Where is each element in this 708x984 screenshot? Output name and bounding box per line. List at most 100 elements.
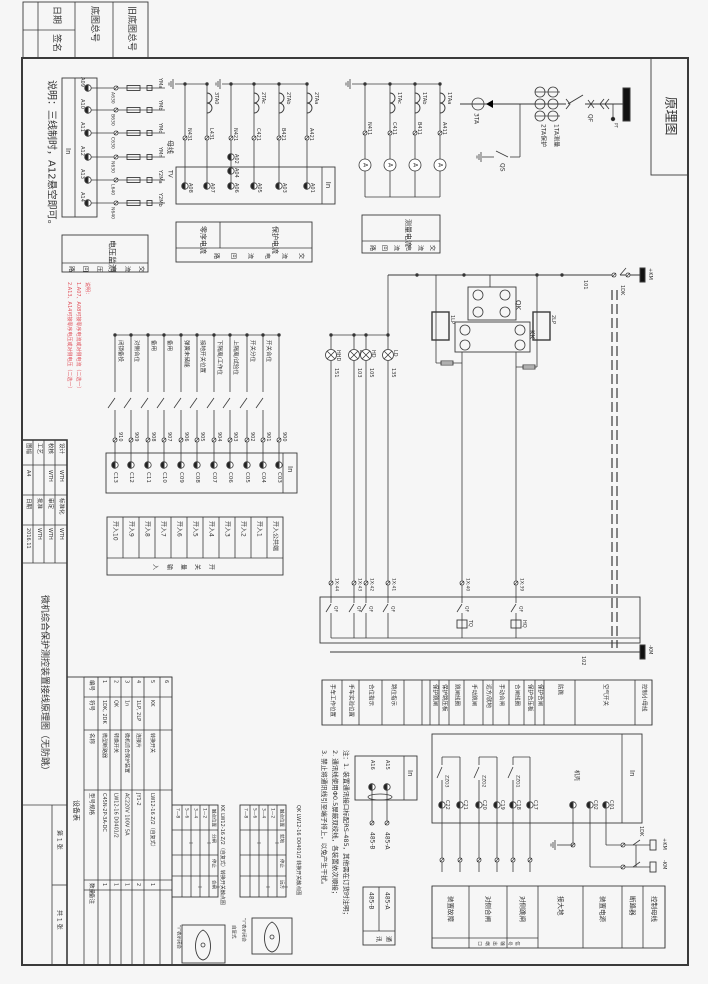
- wire-number: A421: [308, 128, 314, 141]
- contact-label: QF: [333, 606, 339, 613]
- fuse-icon: [126, 85, 141, 91]
- terminal-label: A09: [79, 77, 85, 87]
- junction-dot: [415, 273, 419, 277]
- sheet-number: 第 1 张: [56, 830, 64, 850]
- wire-number: C421: [255, 128, 261, 141]
- tv-label: TV: [167, 169, 174, 179]
- legend-item: 跳位指示: [390, 684, 398, 707]
- plate-label: 2LP: [550, 315, 556, 324]
- qf-label: QF: [587, 114, 594, 123]
- contact-header: 分闸: [211, 834, 218, 843]
- terminal-fill: [181, 182, 186, 190]
- equipment-cell: 1: [124, 883, 130, 886]
- contact-icon: [459, 339, 471, 351]
- terminal-slash: [437, 130, 443, 136]
- contact-row-label: 7—8: [243, 808, 249, 818]
- title-block-label: 批准: [36, 498, 44, 510]
- wire-number: 908: [150, 432, 156, 442]
- lamp-x: [349, 350, 359, 360]
- contact-mark: I: [214, 886, 220, 887]
- terminal-fill: [127, 461, 132, 469]
- wire-number: N431: [186, 128, 192, 141]
- terminal-slash: [611, 272, 617, 278]
- binary-input-label: 闭锁备投: [117, 340, 125, 363]
- knob-center: [200, 942, 206, 948]
- terminal-slash: [145, 437, 151, 443]
- binary-input-cell: 开入1: [256, 521, 263, 537]
- contact-label: QF: [390, 606, 396, 613]
- diagram-label: 原理图: [663, 96, 678, 135]
- equipment-cell: 3: [124, 680, 130, 683]
- terminal-slash: [251, 135, 257, 141]
- terminal-fill: [84, 176, 89, 184]
- title-block: [21, 439, 68, 966]
- terminal-fill: [84, 199, 89, 207]
- red-note: 说明：: [84, 282, 91, 297]
- positive-bus-label: +KM: [647, 268, 653, 280]
- terminal-slash: [494, 857, 500, 863]
- terminal-fill: [509, 801, 514, 809]
- equipment-cell: 转换开关: [113, 733, 120, 753]
- wire-number: B421: [280, 128, 286, 141]
- fuse-icon: [126, 130, 141, 136]
- wire-number: A630: [110, 92, 116, 104]
- title-block-label: 校核: [47, 443, 55, 455]
- title-block-value: A4: [25, 470, 31, 477]
- switch-blade: [632, 839, 641, 846]
- legend-item: 手动合闸: [498, 684, 506, 706]
- terminal-label: C19: [499, 800, 505, 810]
- equipment-header: 型号规格: [88, 793, 96, 816]
- binary-input-label: 上隔离/试验位: [232, 340, 240, 375]
- switch-blade: [222, 397, 231, 409]
- drawing-title: 微机综合保护测控装置接线原理图（无防跳）: [39, 595, 51, 775]
- terminal-slash: [510, 857, 516, 863]
- equipment-header: 备注: [88, 893, 96, 905]
- title-block-value: WTH: [47, 528, 53, 540]
- qk-knob-icon: [264, 921, 280, 953]
- wire-number: A411: [441, 122, 447, 135]
- ct-coil-icon: [206, 92, 213, 114]
- contact-icon: [514, 324, 526, 336]
- binary-input-label: 对侧合位: [133, 340, 141, 363]
- equipment-cell: JY1-2: [135, 792, 141, 806]
- terminal-fill: [160, 461, 165, 469]
- terminal-label: A15: [384, 760, 390, 770]
- switch-blade: [239, 397, 248, 409]
- ac-voltage-circuit-title: 交流电压回路: [61, 265, 146, 272]
- protect-box: [175, 221, 313, 263]
- terminal-fill: [383, 783, 388, 791]
- title-block-label: 工艺: [36, 443, 43, 455]
- terminal-label: 1X:44: [334, 578, 340, 591]
- contact-mark: I: [196, 886, 202, 887]
- terminal-slash: [513, 580, 519, 586]
- terminal-label: A03: [281, 183, 287, 193]
- output-legend-item: 接大地: [557, 896, 566, 916]
- equipment-cell: 1: [113, 883, 119, 886]
- knob-center: [269, 934, 275, 940]
- terminal-fill: [111, 461, 116, 469]
- equipment-cell: 4: [135, 680, 141, 683]
- binary-input-cell: 开入4: [208, 521, 215, 537]
- terminal-slash: [128, 437, 134, 443]
- equipment-cell: 1: [101, 680, 107, 683]
- qk-knob-frame: [251, 917, 293, 955]
- qs-label: QS: [499, 163, 506, 172]
- junction-dot: [560, 273, 564, 277]
- terminal-label: 1X:41: [391, 578, 397, 591]
- legend-item: 远方/就地: [485, 684, 493, 708]
- junction-dot: [462, 273, 466, 277]
- equipment-cell: 1: [149, 883, 155, 886]
- terminal-slash: [625, 272, 631, 278]
- wire-number: 103: [356, 368, 362, 378]
- measure-box: [361, 214, 441, 254]
- resistor-icon: [522, 364, 536, 370]
- terminal-fill: [227, 182, 232, 190]
- red-note: 2.A13、A14可接零序电压或对侧电压（二选一）: [66, 282, 73, 391]
- legend-item: 保护合闸: [537, 684, 545, 706]
- ammeter-icon: [433, 158, 447, 172]
- contact-mark: I: [205, 842, 211, 843]
- ct-coil-icon: [389, 92, 396, 114]
- binary-input-cell: 开入6: [176, 521, 183, 537]
- title-block-label: 设计: [58, 443, 66, 455]
- wire-number: 105: [368, 368, 374, 378]
